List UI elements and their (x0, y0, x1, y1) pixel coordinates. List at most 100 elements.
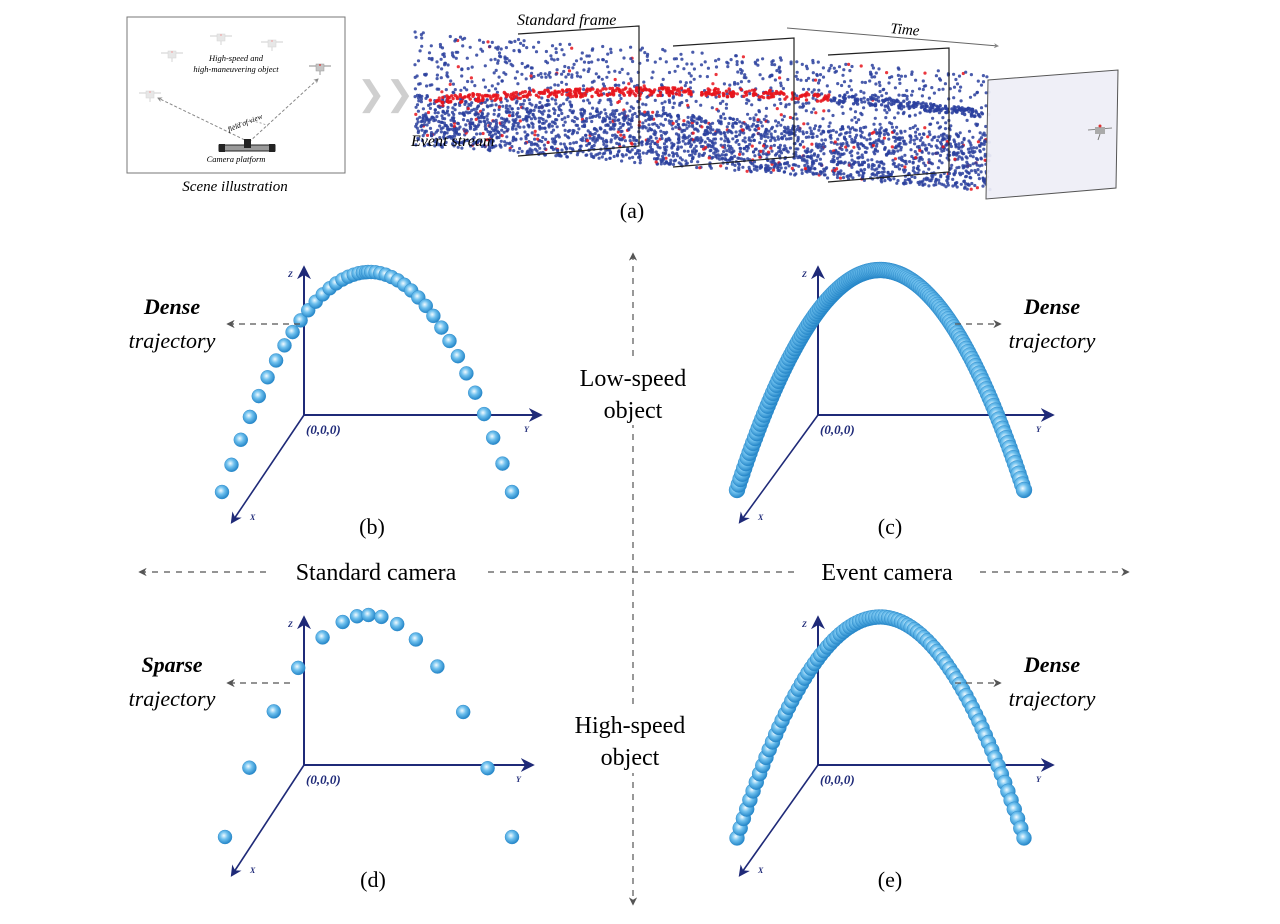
event-point (731, 122, 735, 126)
event-point (617, 89, 621, 94)
event-point (511, 139, 515, 143)
event-point (421, 113, 425, 117)
event-point (480, 144, 484, 148)
event-point (741, 121, 745, 125)
event-point (507, 120, 511, 124)
event-point (713, 147, 717, 151)
event-point (683, 142, 688, 146)
event-point (873, 116, 877, 120)
event-point (841, 111, 845, 115)
event-point (582, 60, 587, 64)
event-point (659, 158, 663, 162)
event-point (554, 47, 558, 51)
event-point (758, 166, 762, 170)
event-point (974, 170, 978, 174)
event-point (711, 82, 715, 86)
event-point (926, 135, 930, 139)
event-point (483, 125, 487, 129)
event-point (640, 88, 645, 93)
event-point (447, 113, 451, 117)
event-point (737, 167, 741, 172)
event-point (918, 132, 922, 136)
event-point (496, 45, 500, 49)
event-point (725, 125, 729, 129)
event-point (446, 105, 450, 109)
event-point (530, 66, 534, 70)
event-point (859, 97, 863, 102)
event-point (938, 104, 942, 108)
event-point (910, 93, 914, 97)
event-point (627, 82, 631, 86)
event-point (961, 144, 965, 148)
event-point (770, 60, 774, 64)
event-point (664, 156, 668, 160)
event-point (459, 88, 463, 92)
event-point (939, 175, 943, 179)
event-point (615, 86, 619, 91)
event-point (432, 116, 436, 120)
event-point (784, 105, 788, 109)
drone-icon (161, 50, 183, 62)
trajectory-tag-text: trajectory (1009, 328, 1096, 353)
event-point (850, 95, 854, 99)
event-point (778, 143, 783, 147)
event-point (827, 69, 831, 73)
event-point (660, 83, 664, 87)
event-point (497, 107, 501, 112)
event-point (733, 168, 737, 172)
event-point (667, 138, 671, 142)
event-point (757, 109, 761, 113)
x-axis-label: X (249, 866, 256, 875)
event-point (674, 92, 679, 96)
event-point (814, 158, 819, 163)
event-point (600, 155, 604, 159)
event-point (453, 103, 457, 107)
event-point (530, 148, 534, 152)
event-point (601, 120, 605, 124)
event-point (699, 63, 704, 67)
event-point (967, 110, 971, 114)
event-point (499, 139, 503, 143)
event-point (677, 126, 681, 130)
event-point (969, 169, 974, 173)
trajectory-point (408, 632, 424, 647)
trajectory-point (291, 660, 306, 676)
event-point (961, 164, 965, 168)
event-point (733, 163, 737, 167)
event-point (588, 116, 592, 120)
event-point (832, 151, 836, 155)
event-point (954, 143, 958, 148)
event-point (897, 67, 901, 71)
event-point (822, 152, 826, 156)
event-point (580, 115, 584, 119)
event-point (439, 57, 443, 61)
event-point (695, 136, 700, 140)
event-point (832, 66, 836, 70)
event-point (698, 74, 702, 78)
event-point (500, 134, 504, 138)
event-point (565, 147, 569, 151)
event-point (665, 130, 669, 134)
event-point (493, 125, 497, 129)
event-point (656, 153, 661, 157)
event-point (804, 98, 809, 102)
event-point (929, 122, 933, 126)
event-point (539, 72, 543, 76)
event-point (698, 166, 702, 170)
event-point (908, 181, 912, 185)
event-point (504, 125, 508, 130)
event-point (804, 101, 808, 105)
event-point (761, 144, 766, 148)
event-point (583, 91, 587, 96)
event-point (768, 88, 772, 93)
x-axis-label: X (757, 866, 764, 875)
event-point (508, 40, 512, 44)
event-point (831, 113, 835, 118)
event-point (601, 116, 606, 120)
event-point (770, 74, 774, 78)
event-point (924, 84, 928, 88)
event-point (425, 133, 430, 137)
event-point (671, 105, 675, 110)
trajectory-point (418, 298, 433, 314)
event-point (711, 121, 715, 125)
